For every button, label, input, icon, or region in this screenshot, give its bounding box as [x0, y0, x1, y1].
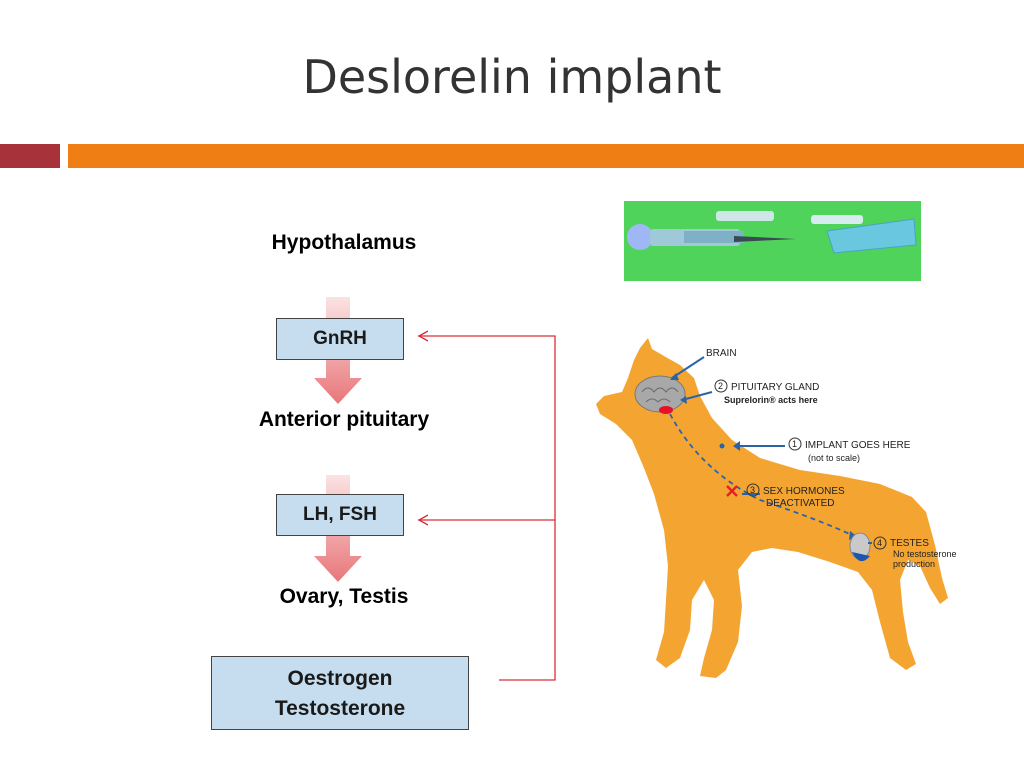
deactivated-x [726, 485, 738, 497]
deactivated-text: DEACTIVATED [766, 498, 835, 509]
brain-shape [634, 375, 686, 413]
applicator-knob [627, 224, 653, 250]
gnrh-box: GnRH [276, 318, 404, 360]
needle-cap [826, 218, 917, 254]
step-3-number: 3 [750, 485, 755, 495]
slide-title: Deslorelin implant [302, 50, 722, 104]
pituitary-marker [659, 406, 673, 414]
applicator-needle [734, 236, 796, 242]
lh-fsh-box: LH, FSH [276, 494, 404, 536]
testes-text: TESTES [890, 538, 929, 549]
implant-site [719, 443, 725, 449]
brain-text: BRAIN [706, 348, 737, 359]
not-to-scale-text: (not to scale) [808, 453, 860, 463]
implant-photo [624, 201, 921, 281]
hormone-path [669, 413, 855, 537]
step-4-number: 4 [877, 538, 882, 548]
title-accent-bar-orange [68, 144, 1024, 168]
step-1-number: 1 [792, 439, 797, 449]
suprelorin-note: Suprelorin® acts here [724, 395, 818, 405]
implant-illustration [624, 201, 921, 281]
sex-hormones-text: SEX HORMONES [763, 486, 845, 497]
implant-text: IMPLANT GOES HERE [805, 440, 911, 451]
ovary-testis-label: Ovary, Testis [279, 585, 409, 608]
anterior-pituitary-label: Anterior pituitary [258, 408, 430, 431]
hypothalamus-label: Hypothalamus [271, 231, 417, 254]
feedback-lines [417, 330, 556, 681]
testosterone-label: Testosterone [274, 697, 406, 720]
no-testosterone-text: No testosterone [893, 549, 957, 559]
production-text: production [893, 559, 935, 569]
pituitary-text: PITUITARY GLAND [731, 382, 819, 393]
oestrogen-label: Oestrogen [287, 667, 393, 690]
title-accent-bar-red [0, 144, 60, 168]
sex-hormones-box: Oestrogen Testosterone [211, 656, 469, 730]
step-2-number: 2 [718, 381, 723, 391]
dog-silhouette [596, 338, 948, 678]
